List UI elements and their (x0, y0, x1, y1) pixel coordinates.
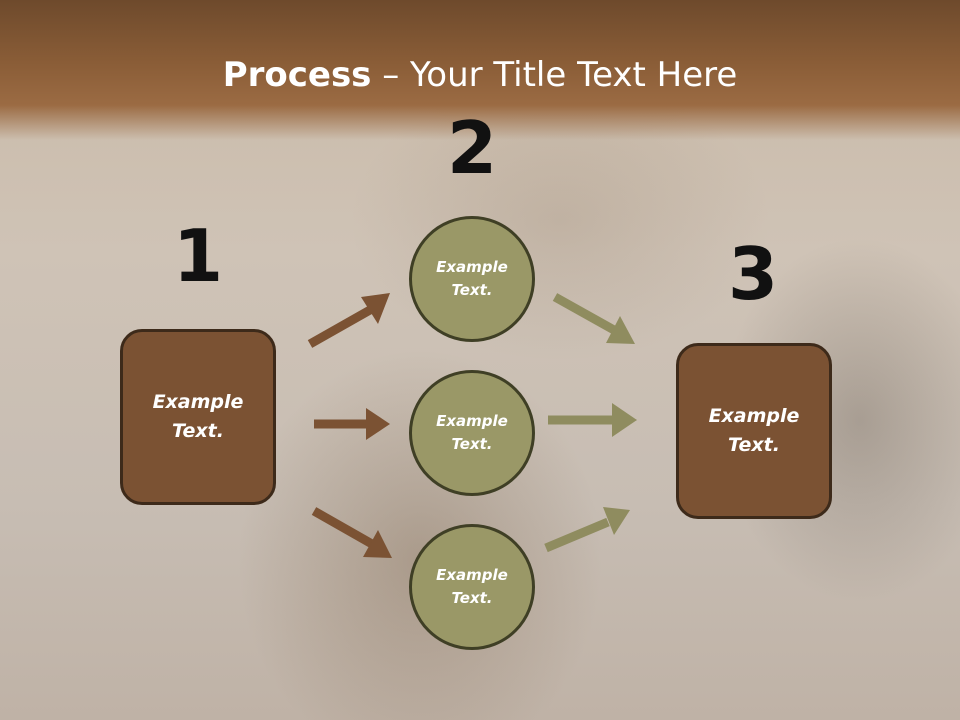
step1-box-text: Example Text. (152, 391, 244, 442)
arrow-1-to-middle (314, 408, 390, 440)
arrow-bottom-to-3 (544, 507, 630, 553)
step-number-2: 2 (446, 106, 498, 190)
arrow-middle-to-3 (548, 403, 637, 437)
step-number-1: 1 (172, 214, 224, 298)
title-rest: – Your Title Text Here (371, 55, 738, 95)
arrow-1-to-top (307, 293, 390, 348)
arrow-top-to-3 (552, 293, 635, 344)
step3-box-text: Example Text. (708, 405, 800, 456)
step1-box: Example Text. (120, 329, 276, 505)
title-bold: Process (222, 55, 372, 95)
step2-circle-top-text: Example Text. (436, 258, 508, 299)
step2-circle-bottom: Example Text. (409, 524, 535, 650)
header-band (0, 0, 960, 140)
step-number-3: 3 (727, 232, 779, 316)
step2-circle-top: Example Text. (409, 216, 535, 342)
slide-title: Process – Your Title Text Here (0, 54, 960, 96)
step2-circle-bottom-text: Example Text. (436, 566, 508, 607)
step2-circle-middle-text: Example Text. (436, 412, 508, 453)
arrow-1-to-bottom (311, 507, 392, 558)
step3-box: Example Text. (676, 343, 832, 519)
step2-circle-middle: Example Text. (409, 370, 535, 496)
